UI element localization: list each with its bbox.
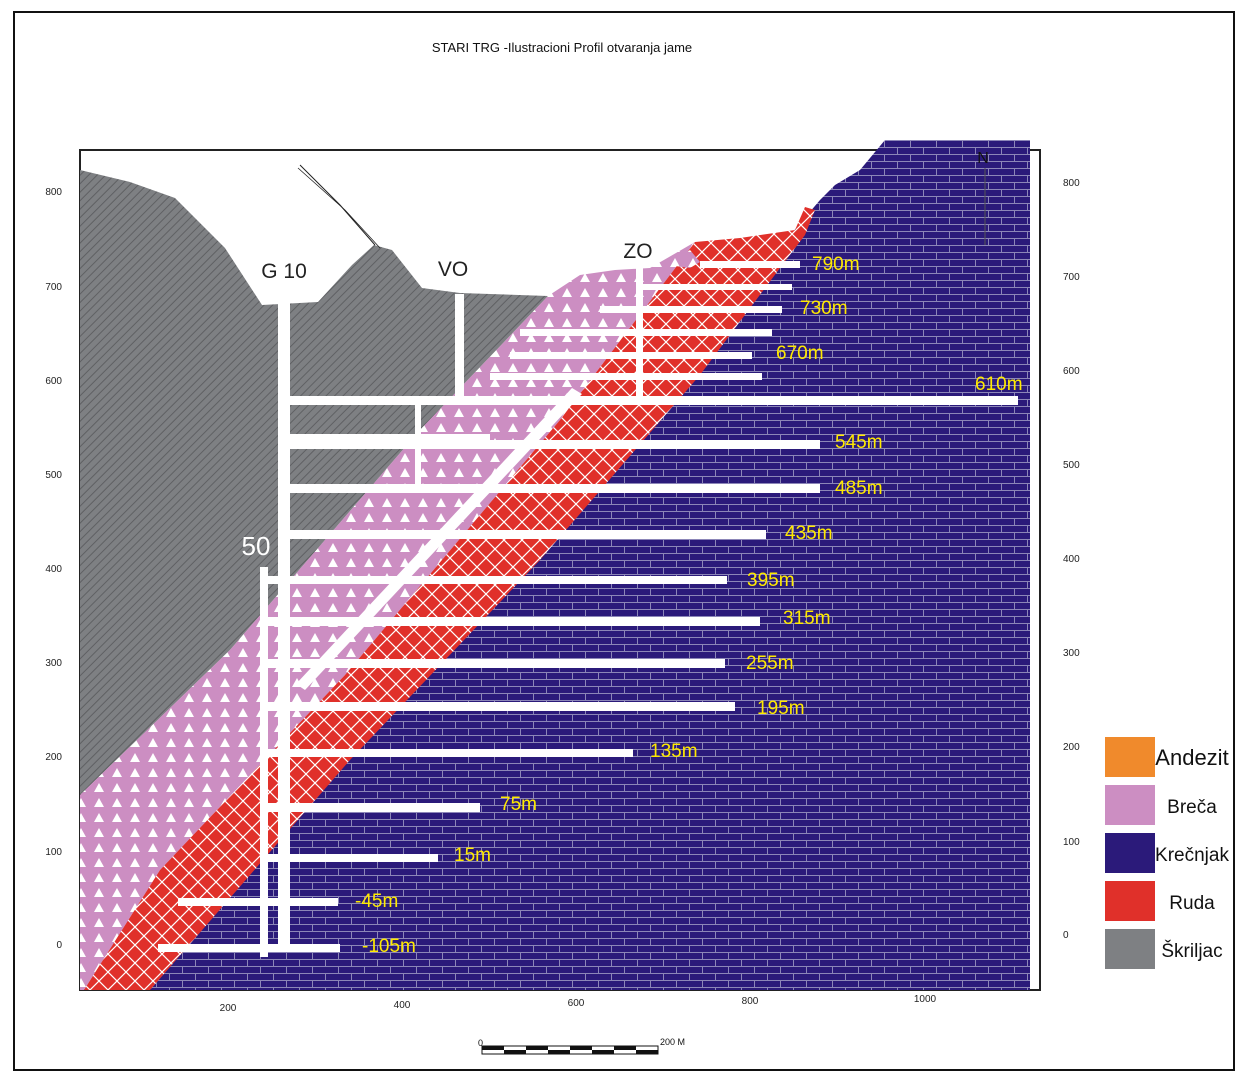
level-label: 135m: [650, 741, 698, 762]
tunnels: [158, 261, 1018, 957]
level-label: 75m: [500, 794, 537, 815]
tunnel-485: [290, 484, 820, 493]
krecnjak-layer: [150, 140, 1030, 990]
legend-swatch: [1105, 737, 1155, 777]
tunnel-545: [290, 440, 820, 449]
inclined-shaft: [296, 388, 582, 690]
scale-bar: 0 200 M: [478, 1037, 685, 1055]
y-tick-left: 600: [45, 376, 62, 387]
y-tick-right: 600: [1063, 366, 1080, 377]
legend-label: Krečnjak: [1155, 845, 1229, 866]
scale-bar-start: 0: [478, 1038, 483, 1048]
skriljac-layer: [80, 170, 548, 795]
level-label: 435m: [785, 523, 833, 544]
legend-label: Breča: [1167, 797, 1217, 818]
shaft-zo: [636, 265, 643, 403]
tunnel-195: [265, 702, 735, 711]
tunnel-790: [700, 261, 800, 268]
y-tick-left: 800: [45, 187, 62, 198]
shaft-label-zo: ZO: [623, 240, 652, 263]
level-label: 485m: [835, 478, 883, 499]
y-axis-left: 800 700 600 500 400 300 200 100 0: [45, 187, 62, 951]
y-tick-right: 500: [1063, 460, 1080, 471]
shaft-label-g10: G 10: [261, 260, 307, 283]
y-tick-left: 500: [45, 470, 62, 481]
shaft-label-vo: VO: [438, 258, 468, 281]
scale-bar-end: 200 M: [660, 1037, 685, 1047]
level-labels: 790m 730m 670m 610m 545m 485m 435m 395m …: [355, 254, 1023, 957]
north-label: N: [977, 150, 989, 167]
level-label: 315m: [783, 608, 831, 629]
x-tick: 800: [742, 996, 759, 1007]
y-tick-right: 700: [1063, 272, 1080, 283]
tunnel-15: [265, 854, 438, 862]
level-label: 545m: [835, 432, 883, 453]
y-tick-left: 0: [56, 940, 62, 951]
tunnel-770: [640, 284, 792, 290]
legend-swatch: [1105, 833, 1155, 873]
page-border: [13, 11, 1235, 1071]
tunnel-670: [510, 352, 752, 359]
y-tick-right: 300: [1063, 648, 1080, 659]
shaft-label-50: 50: [242, 531, 271, 561]
y-tick-right: 0: [1063, 930, 1069, 941]
level-label: -45m: [355, 891, 398, 912]
tunnel-m105: [158, 944, 340, 952]
tunnel-710: [520, 329, 772, 336]
tunnel-435: [290, 530, 766, 539]
y-tick-left: 300: [45, 658, 62, 669]
y-tick-left: 700: [45, 282, 62, 293]
level-label: 255m: [746, 653, 794, 674]
tunnel-255: [265, 659, 725, 668]
breca-patch: [668, 250, 700, 268]
y-tick-right: 200: [1063, 742, 1080, 753]
x-tick: 600: [568, 998, 585, 1009]
tunnel-315: [265, 617, 760, 626]
y-tick-right: 100: [1063, 837, 1080, 848]
shaft-g10: [278, 300, 290, 950]
shaft-50: [260, 567, 268, 957]
y-tick-left: 100: [45, 847, 62, 858]
tunnel-580: [290, 434, 490, 441]
y-tick-left: 200: [45, 752, 62, 763]
tunnel-395: [265, 576, 727, 584]
surface-line-2: [297, 167, 381, 249]
y-axis-right: 800 700 600 500 400 300 200 100 0: [1063, 178, 1080, 941]
y-tick-left: 400: [45, 564, 62, 575]
connector-vo: [415, 405, 421, 485]
tunnel-75: [265, 803, 480, 812]
tunnel-650: [490, 373, 762, 380]
level-label: 790m: [812, 254, 860, 275]
tunnel-m45: [178, 898, 338, 906]
legend-label: Škriljac: [1161, 940, 1222, 962]
level-label: 730m: [800, 298, 848, 319]
tunnel-730: [600, 306, 782, 313]
x-tick: 400: [394, 1000, 411, 1011]
level-label: 195m: [757, 698, 805, 719]
level-label: -105m: [362, 936, 416, 957]
x-axis: 200 400 600 800 1000: [220, 994, 937, 1014]
x-tick: 200: [220, 1003, 237, 1014]
legend-swatch: [1105, 785, 1155, 825]
level-label: 395m: [747, 570, 795, 591]
shaft-vo: [455, 294, 464, 400]
level-label: 15m: [454, 845, 491, 866]
y-tick-right: 800: [1063, 178, 1080, 189]
level-label: 610m: [975, 374, 1023, 395]
y-tick-right: 400: [1063, 554, 1080, 565]
figure-title: STARI TRG -Ilustracioni Profil otvaranja…: [432, 40, 692, 55]
legend-label: Ruda: [1169, 893, 1215, 914]
tunnel-135: [265, 749, 633, 757]
tunnel-610: [290, 396, 1018, 405]
level-label: 670m: [776, 343, 824, 364]
legend-swatch: [1105, 881, 1155, 921]
legend-swatch: [1105, 929, 1155, 969]
legend-label: Andezit: [1155, 745, 1228, 770]
x-tick: 1000: [914, 994, 937, 1005]
